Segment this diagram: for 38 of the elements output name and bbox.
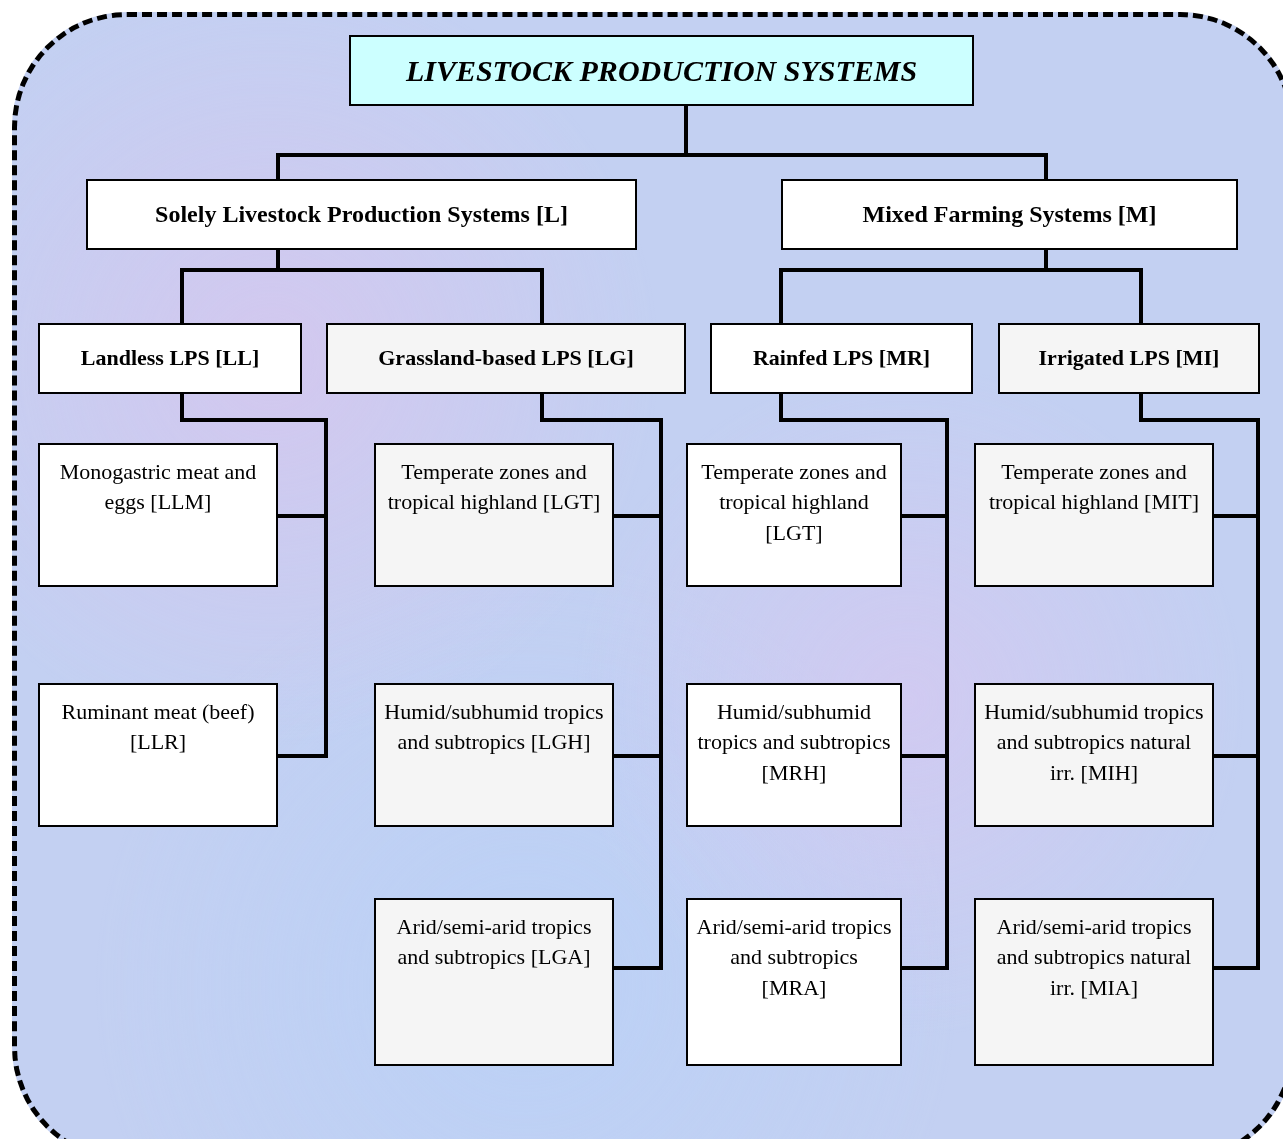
box-label: Mixed Farming Systems [M] bbox=[862, 199, 1157, 229]
system-box bbox=[38, 323, 302, 394]
category-box bbox=[974, 683, 1214, 827]
category-box bbox=[374, 443, 614, 587]
category-box bbox=[374, 683, 614, 827]
title-box bbox=[349, 35, 974, 106]
title-text: LIVESTOCK PRODUCTION SYSTEMS bbox=[405, 52, 918, 89]
box-label: Solely Livestock Production Systems [L] bbox=[155, 199, 568, 229]
box-label: Arid/semi-arid tropics and subtropics natural irr. [MIA] bbox=[995, 913, 1193, 1002]
box-label: Arid/semi-arid tropics and subtropics [LGA] bbox=[395, 913, 593, 972]
category-box bbox=[374, 898, 614, 1066]
box-label: Monogastric meat and eggs [LLM] bbox=[58, 458, 258, 517]
category-box bbox=[38, 683, 278, 827]
category-box bbox=[974, 898, 1214, 1066]
box-label: Humid/subhumid tropics and subtropics [LGH] bbox=[384, 698, 604, 757]
box-label: Temperate zones and tropical highland [LGT] bbox=[386, 458, 602, 517]
system-box bbox=[998, 323, 1260, 394]
system-box bbox=[86, 179, 637, 250]
category-box bbox=[686, 443, 902, 587]
system-box bbox=[710, 323, 973, 394]
system-box bbox=[781, 179, 1238, 250]
box-label: Arid/semi-arid tropics and subtropics [MRA] bbox=[696, 913, 892, 1002]
box-label: Grassland-based LPS [LG] bbox=[378, 344, 634, 373]
category-box bbox=[686, 898, 902, 1066]
connector-line bbox=[1044, 250, 1143, 323]
box-label: Temperate zones and tropical highland [MIT] bbox=[987, 458, 1201, 517]
system-box bbox=[326, 323, 686, 394]
box-label: Landless LPS [LL] bbox=[80, 344, 260, 373]
category-box bbox=[38, 443, 278, 587]
box-label: Humid/subhumid tropics and subtropics [MRH] bbox=[696, 698, 892, 787]
box-label: Irrigated LPS [MI] bbox=[1038, 344, 1220, 373]
box-label: Temperate zones and tropical highland [LGT] bbox=[700, 458, 888, 547]
box-label: Rainfed LPS [MR] bbox=[752, 344, 931, 373]
category-box bbox=[974, 443, 1214, 587]
connector-line bbox=[180, 394, 328, 758]
box-label: Humid/subhumid tropics and subtropics natural irr. [MIH] bbox=[984, 698, 1204, 787]
box-label: Ruminant meat (beef) [LLR] bbox=[60, 698, 256, 757]
category-box bbox=[686, 683, 902, 827]
